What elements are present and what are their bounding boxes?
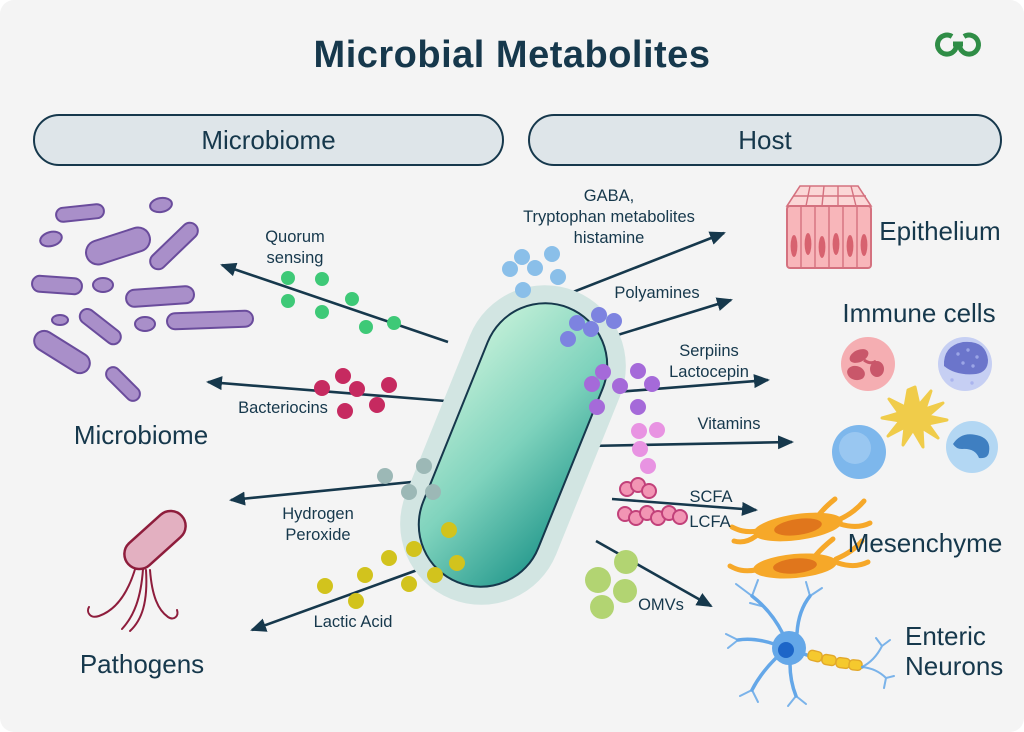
mesenchyme-caption: Mesenchyme [847, 528, 1003, 558]
omvs-dots [585, 550, 638, 619]
microbiome-header-pill: Microbiome [33, 114, 504, 166]
immune-cell-blue-icon [832, 425, 886, 479]
scfa-label: SCFA [689, 488, 733, 506]
epithelium-icon [785, 185, 873, 269]
lactic-acid-dots [317, 522, 465, 609]
omvs-arrow [595, 539, 713, 608]
serpiins-label: Serpiins Lactocepin [669, 342, 749, 381]
pathogen-bacterium-icon [87, 509, 187, 632]
microbiome-header-label: Microbiome [201, 124, 336, 155]
polyamines-label: Polyamines [614, 284, 700, 302]
vitamins-arrow [587, 435, 794, 450]
polyamines-dots [560, 307, 622, 347]
mesenchyme-cell [727, 536, 871, 579]
bacteriocins-dots [314, 368, 397, 419]
dendritic-cell-icon [880, 385, 949, 449]
quorum-sensing-dots [281, 271, 401, 334]
bacteriocins-arrow [206, 376, 459, 404]
lactic-acid-label: Lactic Acid [313, 613, 393, 631]
quorum-sensing-arrow [220, 262, 449, 344]
host-header-label: Host [738, 124, 792, 155]
lymphocyte-icon [938, 337, 992, 391]
scfa-chain [619, 477, 657, 499]
pathogens-caption: Pathogens [79, 649, 205, 679]
immune-cells-icon [832, 337, 998, 479]
enteric-neuron-icon [725, 579, 895, 707]
gaba-label: GABA, Tryptophan metabolites histamine [523, 187, 695, 247]
epithelium-caption: Epithelium [879, 216, 1001, 246]
vitamins-dots [631, 422, 665, 474]
gaba-dots [502, 246, 566, 298]
microbiome-bacteria-icon [31, 196, 254, 402]
lcfa-label: LCFA [689, 513, 731, 531]
enteric-neurons-caption: Enteric Neurons [905, 621, 1004, 681]
microbiome-caption: Microbiome [73, 420, 209, 450]
page-title: Microbial Metabolites [313, 34, 711, 76]
monocyte-icon [946, 421, 998, 473]
mesenchyme-cell [729, 496, 873, 545]
neutrophil-icon [841, 337, 895, 391]
vitamins-label: Vitamins [697, 415, 761, 433]
central-bacterium-icon [400, 285, 626, 605]
lcfa-chain [617, 505, 688, 526]
hydrogen-peroxide-label: Hydrogen Peroxide [282, 505, 354, 544]
host-header-pill: Host [528, 114, 1002, 166]
immune-cells-caption: Immune cells [842, 298, 996, 328]
omvs-label: OMVs [638, 596, 684, 614]
geeksforgeeks-logo-icon [935, 32, 981, 57]
mesenchyme-cells-icon [727, 496, 873, 579]
serpiins-dots [584, 363, 660, 415]
scfa-arrow [611, 497, 758, 516]
bacteriocins-label: Bacteriocins [238, 399, 328, 417]
hydrogen-peroxide-dots [377, 458, 441, 500]
quorum-sensing-label: Quorum sensing [265, 228, 325, 267]
